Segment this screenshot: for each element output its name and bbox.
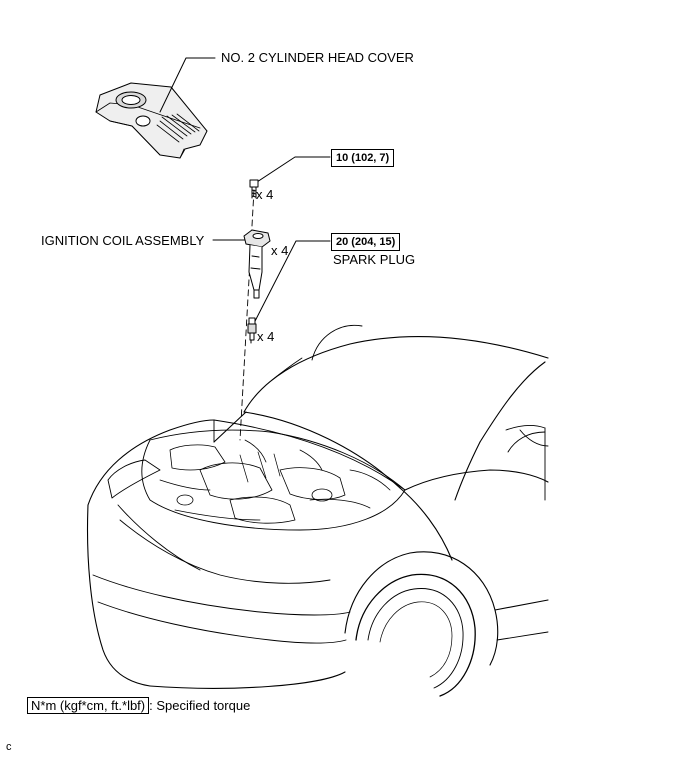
ignition-coil-illustration <box>243 229 271 299</box>
coil-quantity: x 4 <box>271 243 289 258</box>
spark-plug-label: SPARK PLUG <box>333 252 416 267</box>
spark-plug-illustration <box>247 317 257 344</box>
head-cover-label: NO. 2 CYLINDER HEAD COVER <box>221 50 414 65</box>
plug-torque-leader-line <box>251 240 331 328</box>
ignition-coil-label: IGNITION COIL ASSEMBLY <box>41 233 205 248</box>
bolt-torque-leader-line <box>253 156 331 185</box>
torque-legend: N*m (kgf*cm, ft.*lbf): Specified torque <box>27 697 250 715</box>
plug-torque-box: 20 (204, 15) <box>331 233 401 251</box>
bolt-quantity: x 4 <box>256 187 274 202</box>
plug-quantity: x 4 <box>257 329 275 344</box>
installation-axis-line <box>239 189 255 441</box>
bolt-torque-box: 10 (102, 7) <box>331 149 395 167</box>
head-cover-leader-line <box>159 57 216 113</box>
legend-text: : Specified torque <box>149 698 251 713</box>
bolt-illustration <box>249 179 259 199</box>
legend-unit-box: N*m (kgf*cm, ft.*lbf) <box>27 697 150 714</box>
vehicle-illustration <box>86 324 549 697</box>
cylinder-head-cover-illustration <box>95 82 208 159</box>
corner-mark: c <box>6 741 12 753</box>
